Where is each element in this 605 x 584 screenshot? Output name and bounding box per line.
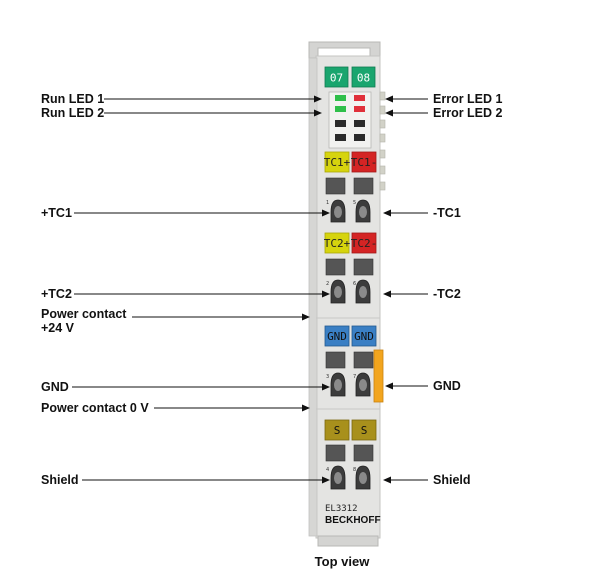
terminal-module: 07 08 TC1+ TC1- 1 5 TC2+ TC2- — [308, 41, 386, 547]
led-blank-1 — [335, 120, 346, 127]
tc1-minus-tag — [351, 151, 377, 173]
error-led-2 — [354, 106, 365, 112]
release-slot-7 — [353, 351, 374, 369]
tc2-plus-text: TC2+ — [324, 237, 351, 250]
bottom-foot — [317, 535, 379, 547]
label-power-24v-line1: Power contact — [41, 307, 127, 321]
label-run-led-2: Run LED 2 — [41, 106, 104, 120]
release-slot-4 — [325, 444, 346, 462]
shield-right-tag — [351, 419, 377, 441]
tc1-plus-text: TC1+ — [324, 156, 351, 169]
label-gnd-left: GND — [41, 380, 69, 394]
led-blank-2 — [354, 120, 365, 127]
release-slot-8 — [353, 444, 374, 462]
release-slot-1 — [325, 177, 346, 195]
gnd-left-tag — [324, 325, 350, 347]
label-tc1-minus: -TC1 — [433, 206, 461, 220]
label-shield-left: Shield — [41, 473, 79, 487]
shield-left-tag — [324, 419, 350, 441]
run-led-1 — [335, 95, 346, 101]
contact-number-1: 1 — [326, 200, 329, 206]
left-rail — [308, 57, 318, 537]
tc2-minus-tag — [351, 232, 377, 254]
label-gnd-right: GND — [433, 379, 461, 393]
run-led-2 — [335, 106, 346, 112]
model-number: EL3312 — [325, 504, 358, 514]
right-labels: Error LED 1 Error LED 2 -TC1 -TC2 GND Sh… — [433, 92, 503, 487]
tc1-plus-tag — [324, 151, 350, 173]
label-shield-right: Shield — [433, 473, 471, 487]
label-tc1-plus: +TC1 — [41, 206, 72, 220]
release-slot-6 — [353, 258, 374, 276]
leader-lines — [72, 95, 428, 484]
contact-number-7: 7 — [353, 374, 356, 380]
release-slot-2 — [325, 258, 346, 276]
shield-right-text: S — [361, 424, 368, 437]
tc2-minus-text: TC2- — [351, 237, 378, 250]
label-tc2-plus: +TC2 — [41, 287, 72, 301]
tc2-plus-tag — [324, 232, 350, 254]
caption-top-view: Top view — [315, 554, 371, 569]
right-side-contacts — [379, 91, 386, 191]
channel-tag-07 — [324, 66, 349, 88]
channel-label-07: 07 — [330, 72, 343, 85]
shield-left-text: S — [334, 424, 341, 437]
led-blank-4 — [354, 134, 365, 141]
label-tc2-minus: -TC2 — [433, 287, 461, 301]
channel-label-08: 08 — [357, 72, 370, 85]
brand-logo: BECKHOFF — [325, 515, 381, 526]
gnd-left-text: GND — [327, 330, 347, 343]
label-error-led-2: Error LED 2 — [433, 106, 503, 120]
contact-number-4: 4 — [326, 467, 329, 473]
release-slot-5 — [353, 177, 374, 195]
gnd-right-text: GND — [354, 330, 374, 343]
contact-number-5: 5 — [353, 200, 356, 206]
label-power-0v: Power contact 0 V — [41, 401, 149, 415]
channel-tag-08 — [351, 66, 376, 88]
error-led-1 — [354, 95, 365, 101]
label-error-led-1: Error LED 1 — [433, 92, 503, 106]
tc1-minus-text: TC1- — [351, 156, 378, 169]
contact-number-2: 2 — [326, 281, 329, 287]
power-contact-bar — [373, 349, 384, 403]
contact-number-3: 3 — [326, 374, 329, 380]
contact-number-8: 8 — [353, 467, 356, 473]
left-labels: Run LED 1 Run LED 2 +TC1 +TC2 Power cont… — [41, 92, 149, 487]
gnd-right-tag — [351, 325, 377, 347]
release-slot-3 — [325, 351, 346, 369]
label-run-led-1: Run LED 1 — [41, 92, 104, 106]
label-power-24v-line2: +24 V — [41, 321, 75, 335]
led-blank-3 — [335, 134, 346, 141]
contact-number-6: 6 — [353, 281, 356, 287]
